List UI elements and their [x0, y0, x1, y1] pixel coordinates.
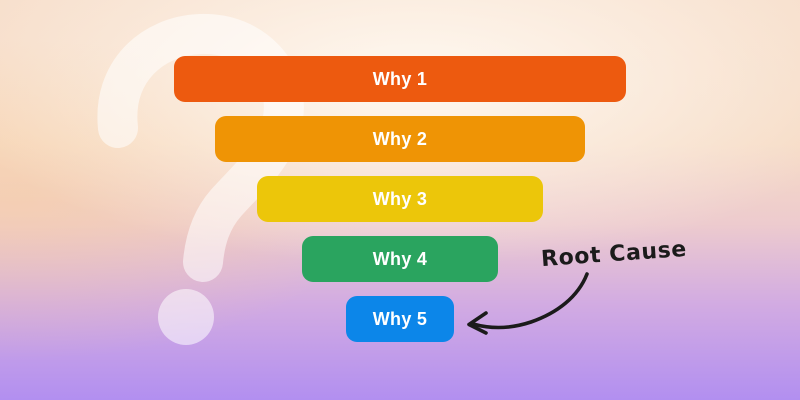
why-3-label: Why 3: [372, 188, 428, 209]
root-cause-arrow-stroke: [467, 272, 589, 335]
why-1-bar: Why 1: [174, 56, 626, 102]
why-4-bar: Why 4: [302, 236, 498, 282]
why-2-label: Why 2: [372, 128, 428, 149]
why-3-bar: Why 3: [257, 176, 543, 222]
why-5-bar: Why 5: [346, 296, 454, 342]
root-cause-label: Root Cause: [540, 236, 688, 273]
why-2-bar: Why 2: [215, 116, 585, 162]
why-5-label: Why 5: [372, 308, 428, 329]
why-1-label: Why 1: [372, 68, 428, 89]
why-4-label: Why 4: [372, 248, 428, 269]
question-mark-dot: [158, 289, 214, 345]
